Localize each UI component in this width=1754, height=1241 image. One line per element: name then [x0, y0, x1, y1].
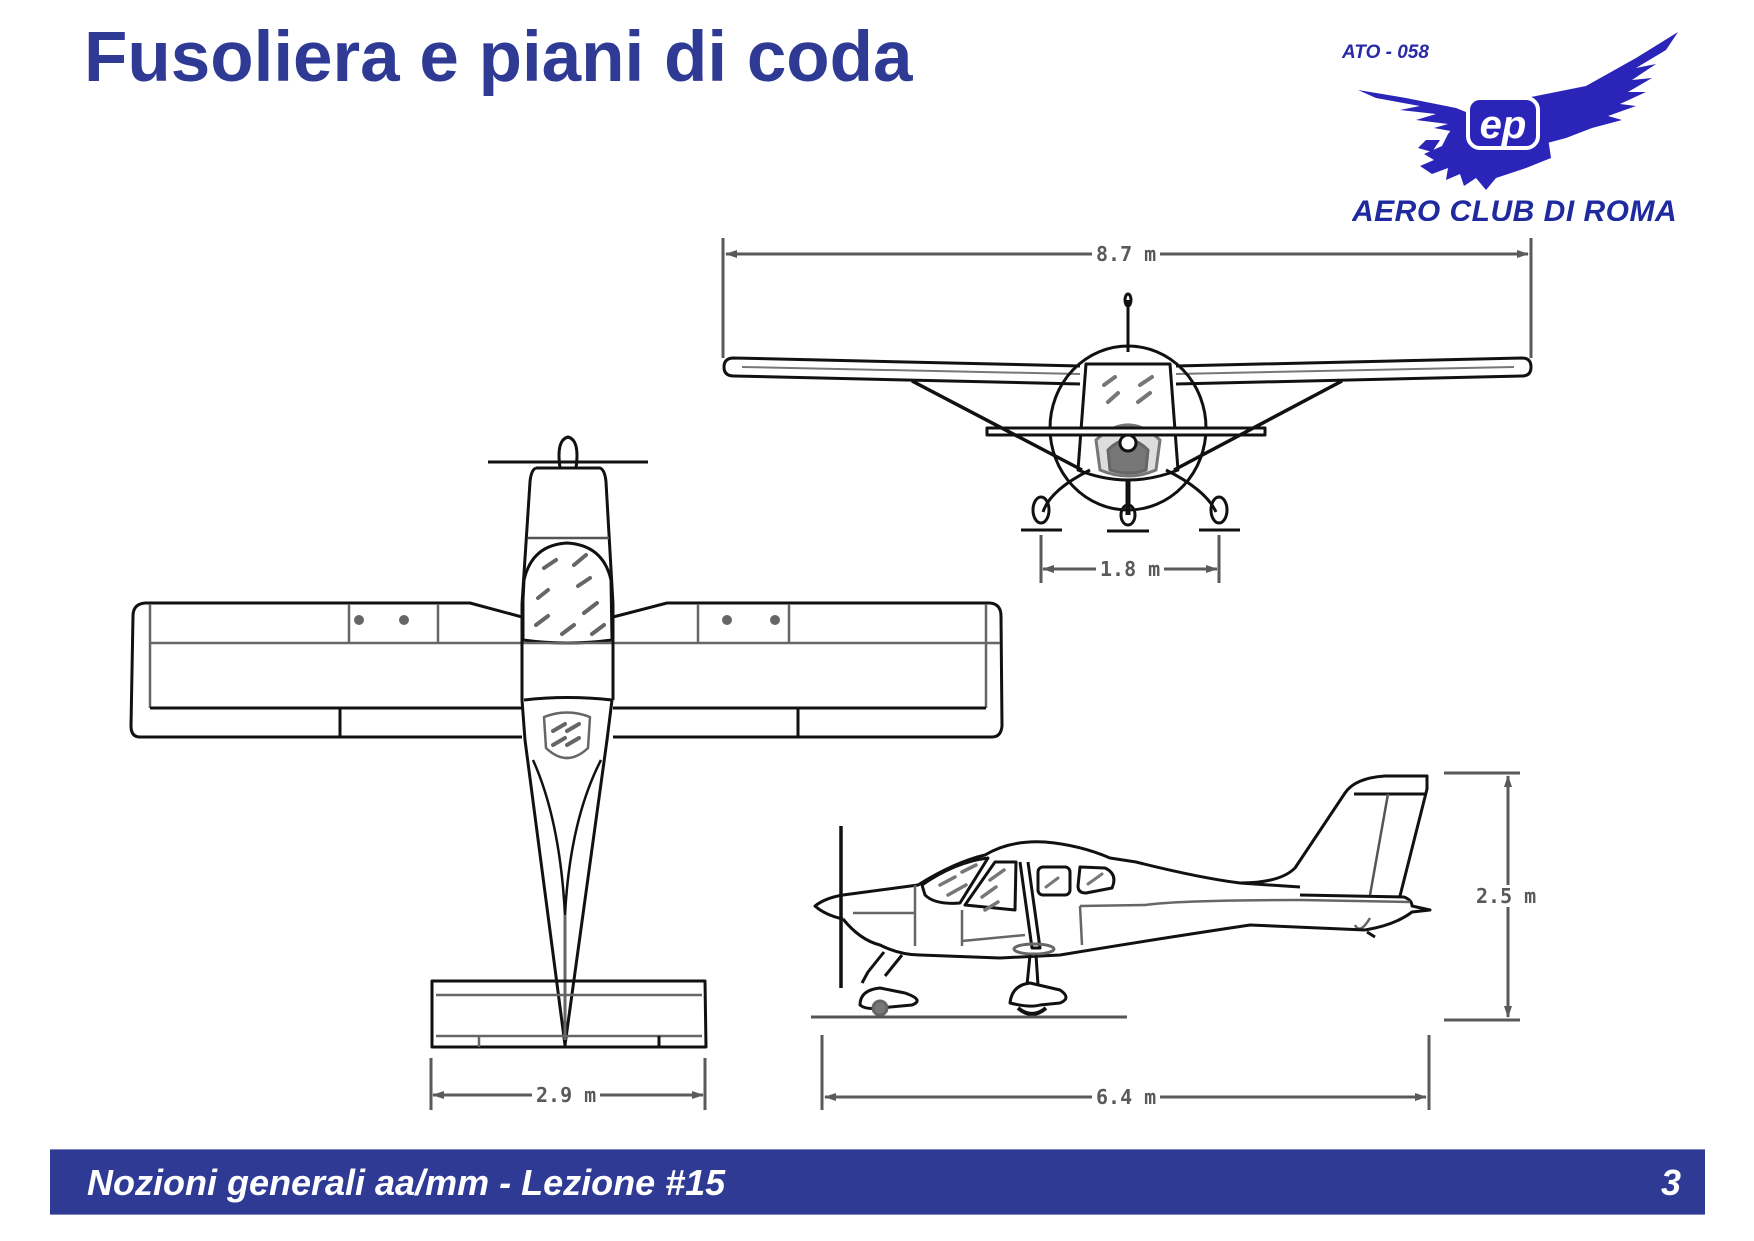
dimension-label-height: 2.5 m: [1472, 885, 1541, 907]
three-view-drawing: [129, 238, 1533, 1110]
front-view: [722, 292, 1533, 533]
page-number: 3: [1660, 1162, 1681, 1203]
lesson-title: Nozioni generali aa/mm - Lezione #15: [87, 1162, 726, 1203]
dimension-label-length: 6.4 m: [1092, 1086, 1161, 1108]
slide-title: Fusoliera e piani di coda: [84, 18, 913, 97]
eagle-icon: ep: [1358, 32, 1678, 190]
ato-code: ATO - 058: [1342, 42, 1429, 63]
dimension-label-wheel-track: 1.8 m: [1096, 558, 1165, 580]
dimension-label-wingspan: 8.7 m: [1092, 243, 1161, 265]
dimension-label-tailplane-span: 2.9 m: [532, 1084, 601, 1106]
footer-bar: Nozioni generali aa/mm - Lezione #15 3: [50, 1149, 1705, 1215]
side-view: [811, 774, 1432, 1019]
top-view: [129, 435, 1004, 1049]
club-name: AERO CLUB DI ROMA: [1352, 196, 1678, 221]
emblem-text: ep: [1480, 103, 1527, 147]
aero-club-logo: ep ATO - 058 AERO CLUB DI ROMA: [1336, 28, 1716, 228]
